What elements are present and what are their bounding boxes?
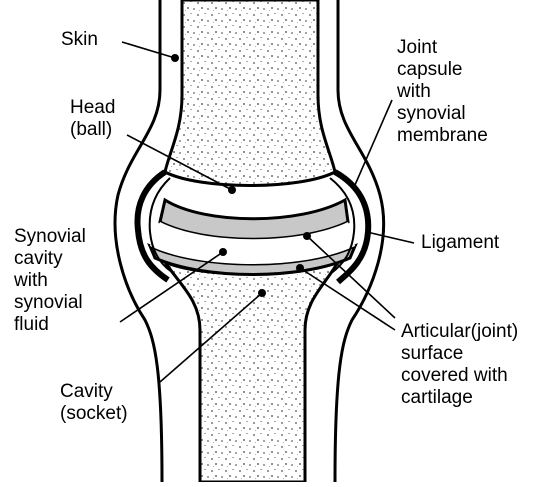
- label-head: Head (ball): [70, 97, 115, 141]
- label-cavity-socket: Cavity (socket): [60, 381, 128, 425]
- label-joint-capsule: Joint capsule with synovial membrane: [397, 37, 488, 147]
- label-articular-surface: Articular(joint) surface covered with ca…: [401, 321, 518, 409]
- label-skin: Skin: [61, 29, 98, 51]
- head-bone: [165, 0, 335, 186]
- label-ligament: Ligament: [421, 232, 499, 254]
- socket-bone: [165, 262, 338, 482]
- label-synovial-cavity: Synovial cavity with synovial fluid: [14, 226, 86, 336]
